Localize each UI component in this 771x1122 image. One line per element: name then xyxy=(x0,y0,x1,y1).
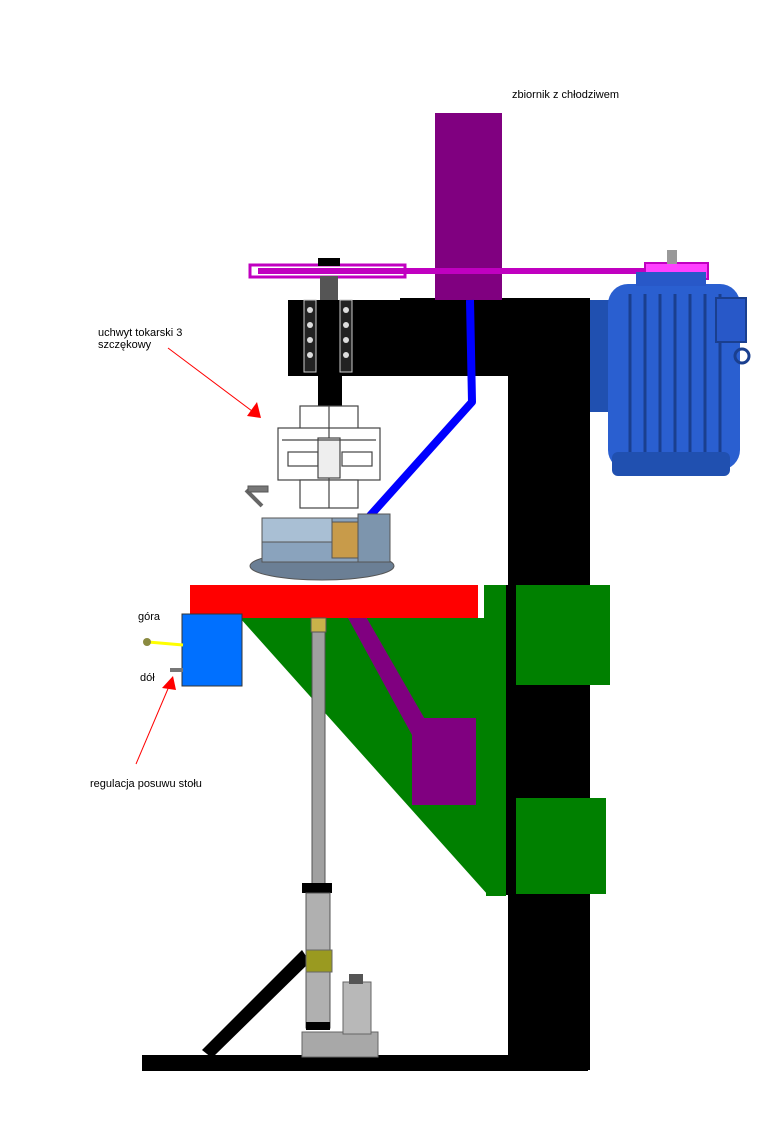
base-brace xyxy=(202,950,310,1058)
head-arm xyxy=(400,298,590,376)
hydraulic-jack-base xyxy=(301,1031,379,1058)
machine-vise xyxy=(244,485,395,581)
base-plate xyxy=(142,1055,588,1071)
up-label: góra xyxy=(138,611,161,623)
bracket-strut xyxy=(348,615,430,735)
feed-valve xyxy=(181,613,243,687)
lathe-chuck xyxy=(277,405,381,509)
strut-block xyxy=(412,718,476,805)
coolant-pipe xyxy=(365,299,476,521)
down-label: dół xyxy=(140,672,155,684)
table-bracket xyxy=(240,618,488,895)
spindle xyxy=(318,376,342,406)
lathe-chuck-label-line2: szczękowy xyxy=(98,339,152,351)
electric-motor xyxy=(590,272,751,476)
table-feed-label: regulacja posuwu stołu xyxy=(90,778,202,790)
valve-lever-up xyxy=(147,640,184,647)
worktable xyxy=(190,585,478,618)
lathe-chuck-label-line1: uchwyt tokarski 3 xyxy=(98,327,183,339)
jack-rod xyxy=(311,624,326,886)
jack-collar xyxy=(305,949,333,973)
coolant-tank-label: zbiornik z chłodziwem xyxy=(512,89,619,101)
drive-belt xyxy=(258,268,708,274)
chuck-arrow-head xyxy=(247,402,261,418)
hydraulic-jack-pump xyxy=(342,981,372,1035)
spindle-bearings xyxy=(303,299,353,373)
feed-arrow-head xyxy=(162,676,176,690)
